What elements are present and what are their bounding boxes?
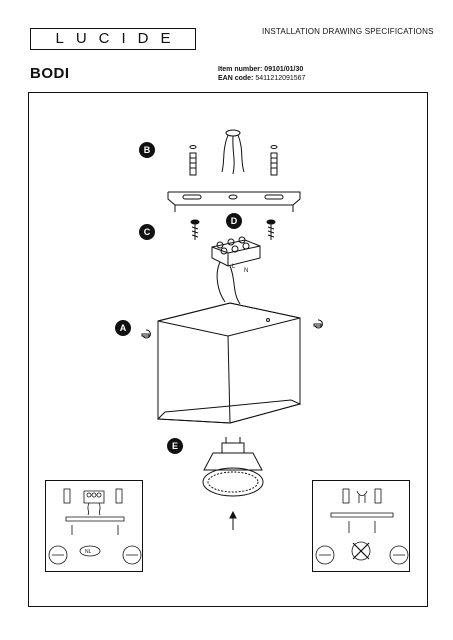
mounting-bracket [167, 191, 301, 212]
installation-drawing-frame [28, 92, 428, 607]
inset-label-nl: NL [85, 549, 92, 555]
gu10-lamp [202, 437, 264, 497]
wall-plug-right [270, 145, 278, 176]
rotate-arrow-left [141, 329, 151, 339]
item-number-row: Item number: 09101/01/30 [218, 65, 305, 74]
rotate-arrow-right [313, 319, 323, 329]
supply-wires [216, 261, 241, 305]
terminal-label-n: N [244, 268, 248, 274]
ceiling-wires [221, 129, 245, 175]
ean-value: 5411212091567 [255, 75, 306, 82]
product-name: BODI [30, 65, 70, 82]
wall-plug-left [189, 145, 197, 176]
screw-right [266, 219, 276, 240]
ean-label: EAN code: [218, 75, 254, 82]
ean-row: EAN code: 5411212091567 [218, 74, 305, 83]
inset-wiring-nl: NL [45, 480, 143, 572]
inset-wiring-warning-drawing [315, 488, 409, 565]
logo-text: LUCIDE [55, 30, 183, 47]
screw-left [190, 219, 200, 240]
callout-c: C [139, 224, 155, 240]
inset-wiring-nl-drawing: NL [48, 488, 142, 565]
cube-housing [156, 302, 302, 424]
item-number-label: Item number: [218, 66, 263, 73]
terminal-label-l: L [232, 264, 236, 270]
callout-e: E [167, 438, 183, 454]
brand-logo: LUCIDE [30, 28, 196, 50]
terminal-block [211, 236, 261, 267]
inset-wiring-warning [312, 480, 410, 572]
item-number-value: 09101/01/30 [264, 66, 304, 73]
callout-d: D [226, 213, 242, 229]
callout-a: A [115, 320, 131, 336]
document-title: INSTALLATION DRAWING SPECIFICATIONS [262, 27, 434, 36]
product-codes: Item number: 09101/01/30 EAN code: 54112… [218, 65, 305, 83]
callout-b: B [139, 142, 155, 158]
insert-arrow [229, 510, 237, 530]
